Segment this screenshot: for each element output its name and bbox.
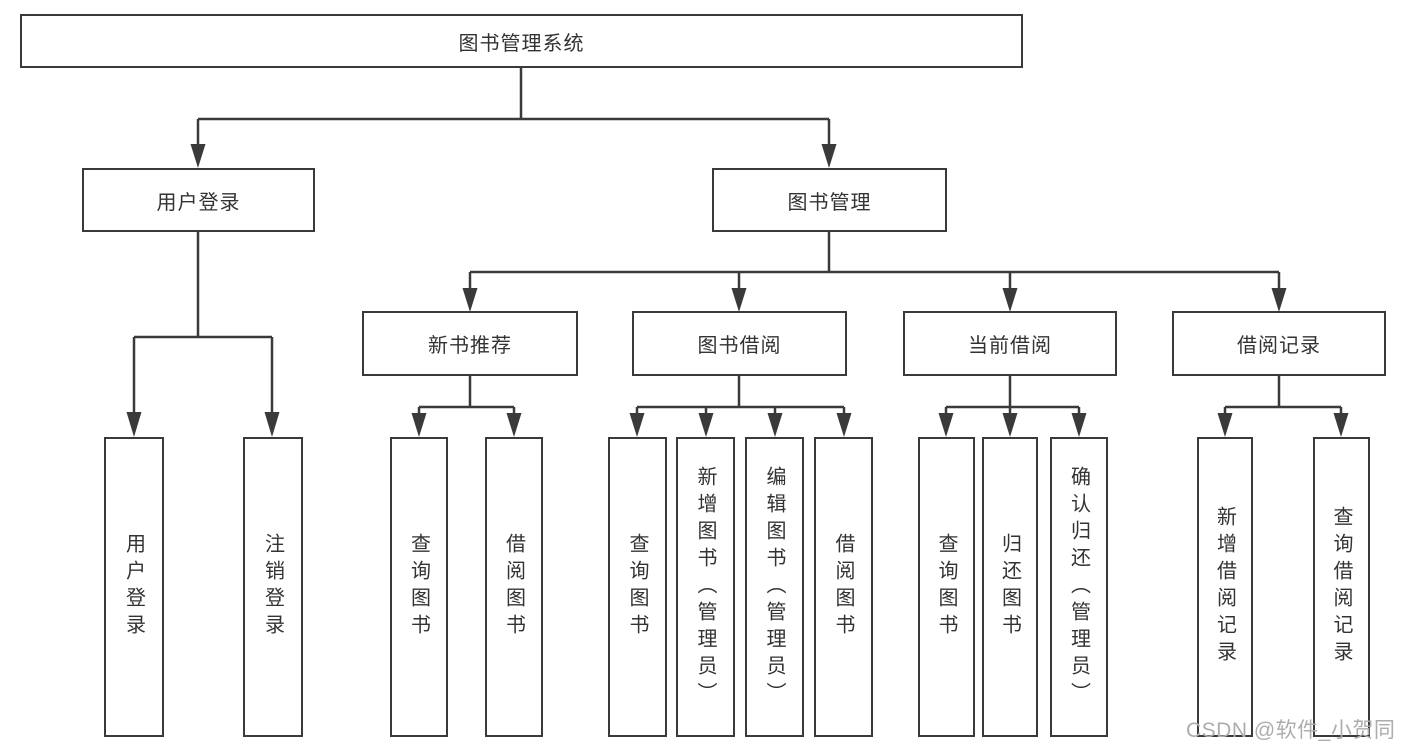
node-confirm-return-admin: 确认归还（管理员）: [1050, 437, 1108, 737]
node-library-system: 图书管理系统: [20, 14, 1023, 68]
node-user-login-action: 用户登录: [104, 437, 164, 737]
node-current-borrowing: 当前借阅: [903, 311, 1117, 376]
node-query-books-borrowing: 查询图书: [608, 437, 667, 737]
node-return-books: 归还图书: [982, 437, 1038, 737]
node-query-books-current: 查询图书: [918, 437, 975, 737]
arrowheads: [126, 144, 1349, 437]
node-query-books-recommend: 查询图书: [390, 437, 448, 737]
node-add-borrow-record: 新增借阅记录: [1197, 437, 1253, 737]
node-query-borrow-record: 查询借阅记录: [1313, 437, 1370, 737]
node-logout-action: 注销登录: [243, 437, 303, 737]
node-borrow-books-recommend: 借阅图书: [485, 437, 543, 737]
node-borrowing-records: 借阅记录: [1172, 311, 1386, 376]
node-user-login: 用户登录: [82, 168, 315, 232]
watermark: CSDN @软件_小贺同学: [1186, 719, 1396, 742]
node-add-books-admin: 新增图书（管理员）: [676, 437, 735, 737]
node-book-management: 图书管理: [712, 168, 947, 232]
node-book-borrowing: 图书借阅: [632, 311, 847, 376]
node-edit-books-admin: 编辑图书（管理员）: [745, 437, 804, 737]
node-new-book-recommend: 新书推荐: [362, 311, 578, 376]
node-borrow-books-action: 借阅图书: [814, 437, 873, 737]
